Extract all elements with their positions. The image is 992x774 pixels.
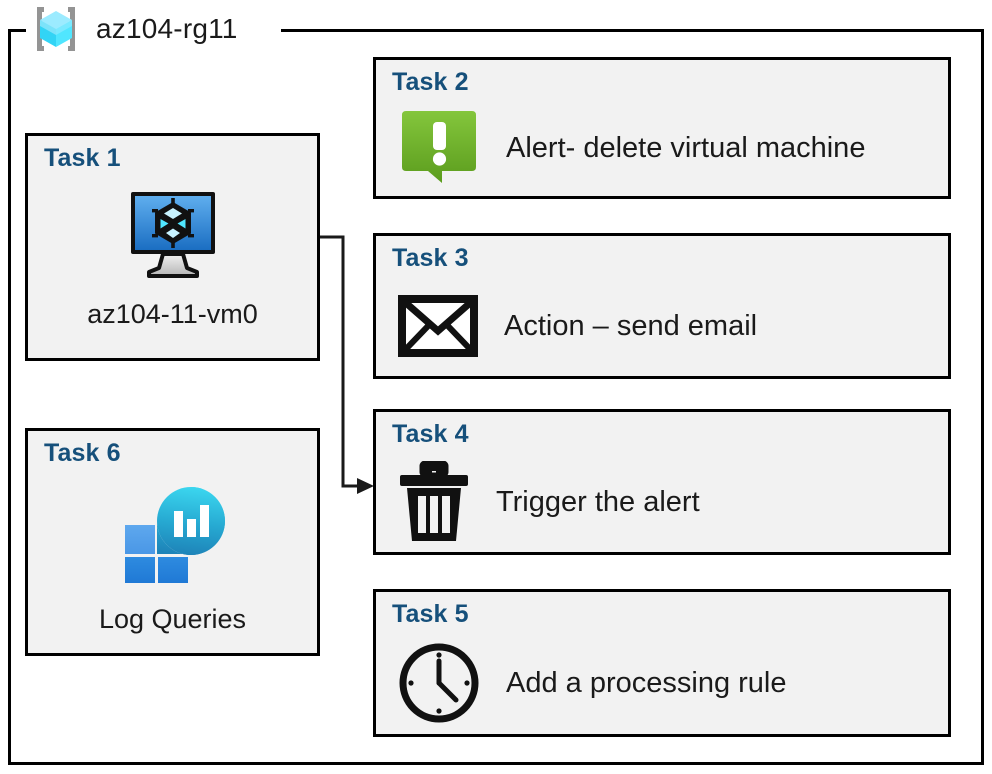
task-card-label: Log Queries xyxy=(98,604,247,634)
task-card-label: az104-11-vm0 xyxy=(87,299,258,329)
arrowhead-right-icon xyxy=(357,478,374,494)
task-card-title: Task 2 xyxy=(392,68,469,96)
task-card-title: Task 6 xyxy=(44,439,121,467)
task-card-task-3[interactable]: Task 3 Action – send email xyxy=(373,233,951,379)
azure-resource-group-icon xyxy=(28,4,84,54)
task-card-title: Task 5 xyxy=(392,600,469,628)
task-card-title: Task 4 xyxy=(392,420,469,448)
task-card-title: Task 1 xyxy=(44,144,121,172)
clock-icon xyxy=(398,642,480,724)
task-card-label: Alert- delete virtual machine xyxy=(506,131,866,164)
log-analytics-icon xyxy=(28,483,317,583)
envelope-icon xyxy=(398,295,478,357)
resource-group-header: az104-rg11 xyxy=(26,2,244,56)
task-card-label: Action – send email xyxy=(504,309,758,342)
resource-group-frame-top-left xyxy=(8,29,30,32)
task-card-task-5[interactable]: Task 5 Add a processing rule xyxy=(373,589,951,737)
task-card-title: Task 3 xyxy=(392,244,469,272)
alert-bubble-icon xyxy=(398,109,480,187)
task-card-label: Trigger the alert xyxy=(496,485,700,518)
task-card-task-4[interactable]: Task 4 Trigger the alert xyxy=(373,409,951,555)
task-card-task-1[interactable]: Task 1 xyxy=(25,133,320,361)
task-card-task-2[interactable]: Task 2 Alert- delete virtual machine xyxy=(373,57,951,199)
virtual-machine-icon xyxy=(28,188,317,280)
trash-can-icon xyxy=(398,461,470,543)
resource-group-name: az104-rg11 xyxy=(96,13,238,44)
task-card-task-6[interactable]: Task 6 xyxy=(25,428,320,656)
task-card-label: Add a processing rule xyxy=(506,666,787,699)
resource-group-frame-top-right xyxy=(281,29,984,32)
